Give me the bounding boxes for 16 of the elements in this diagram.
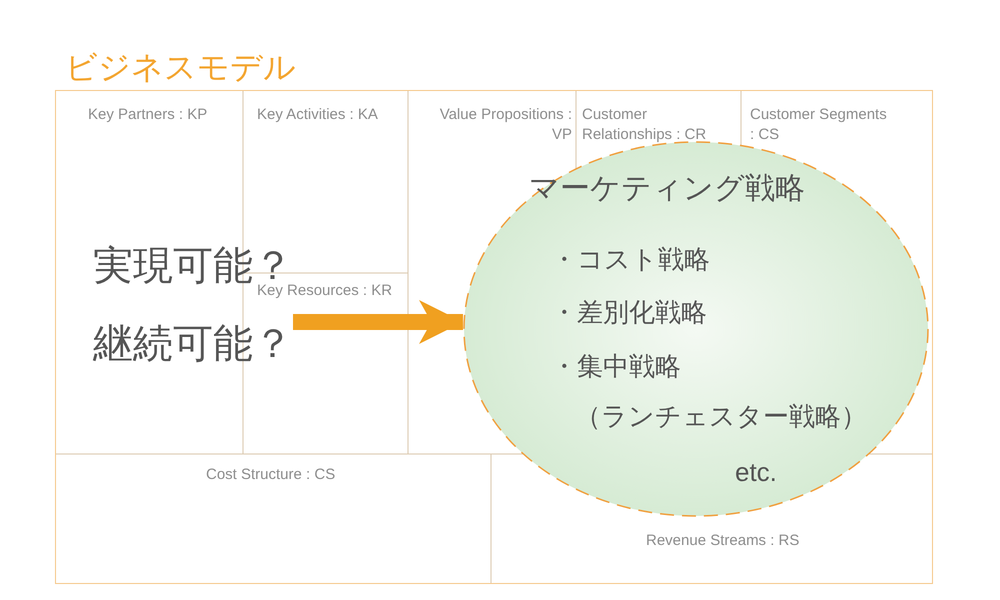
list-item: etc. — [735, 456, 777, 489]
ellipse-heading: マーケティング戦略 — [529, 171, 805, 207]
cell-label: Key Activities : KA — [257, 105, 378, 125]
cell-label: Revenue Streams : RS — [646, 531, 800, 551]
cell-label: Cost Structure : CS — [206, 465, 336, 485]
cell-label: Value Propositions : VP — [420, 105, 572, 145]
list-item: ・コスト戦略 — [551, 243, 710, 276]
heading: ビジネスモデル — [65, 48, 296, 87]
list-item: ・集中戦略 — [551, 350, 681, 383]
cell-label: Customer Relationships : CR — [582, 105, 732, 145]
cell-label: Key Partners : KP — [88, 105, 208, 125]
arrow — [293, 300, 463, 344]
list-item: （ランチェスター戦略） — [575, 400, 867, 433]
list-item: ・差別化戦略 — [551, 296, 707, 329]
question-text: 継続可能？ — [93, 321, 293, 368]
cell-label: Customer Segments : CS — [750, 105, 890, 145]
